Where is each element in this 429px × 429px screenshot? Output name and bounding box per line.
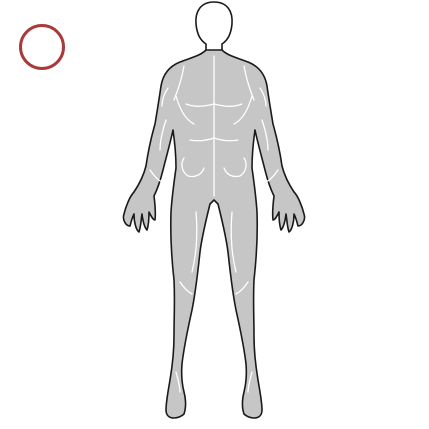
- body-silhouette[interactable]: [122, 49, 306, 419]
- head-region[interactable]: [195, 1, 233, 53]
- selection-circle-icon[interactable]: [19, 24, 65, 70]
- muscle-lines: [149, 55, 279, 393]
